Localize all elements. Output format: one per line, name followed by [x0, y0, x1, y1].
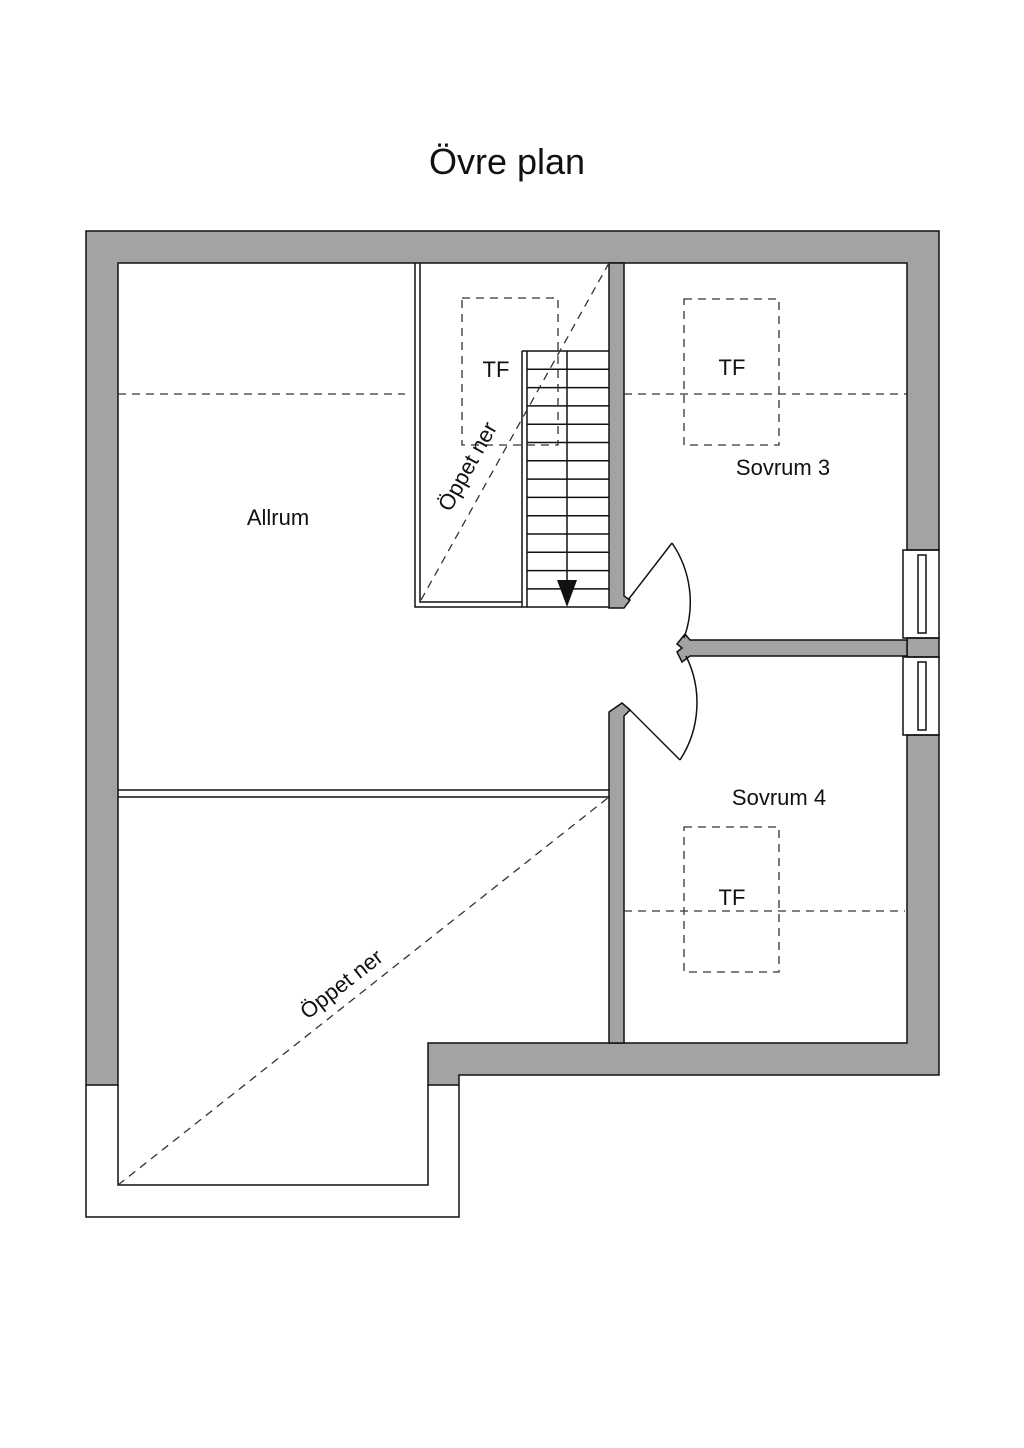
gallery-railing [118, 789, 609, 798]
open-below-label-stair: Öppet ner [433, 418, 502, 516]
room-label-allrum: Allrum [247, 505, 309, 530]
stair-arrow-icon [557, 580, 577, 607]
door-sovrum4[interactable] [627, 655, 698, 761]
bedroom-divider-wall [675, 632, 908, 664]
plan-title: Övre plan [429, 141, 585, 182]
tf-box-stair [461, 297, 559, 446]
room-label-sovrum3: Sovrum 3 [736, 455, 830, 480]
room-label-sovrum4: Sovrum 4 [732, 785, 826, 810]
outer-wall [85, 230, 940, 1086]
open-below-diagonal-stair [420, 262, 610, 601]
lower-interior-wall [608, 702, 632, 1044]
stair-void-railing [414, 263, 609, 608]
roof-line [118, 393, 907, 912]
tf-box-sovrum4 [683, 826, 780, 973]
tf-label-sovrum3: TF [719, 355, 746, 380]
tf-label-stair: TF [483, 357, 510, 382]
open-below-label-lower: Öppet ner [295, 944, 387, 1024]
tf-box-sovrum3 [683, 298, 780, 446]
balcony-outline [85, 1085, 460, 1218]
door-sovrum3[interactable] [627, 542, 691, 639]
tf-label-sovrum4: TF [719, 885, 746, 910]
open-below-diagonal-lower [117, 796, 610, 1186]
stair-wall [608, 262, 632, 609]
window-sovrum4 [902, 656, 940, 736]
window-sovrum3 [902, 549, 940, 639]
staircase [521, 350, 609, 607]
